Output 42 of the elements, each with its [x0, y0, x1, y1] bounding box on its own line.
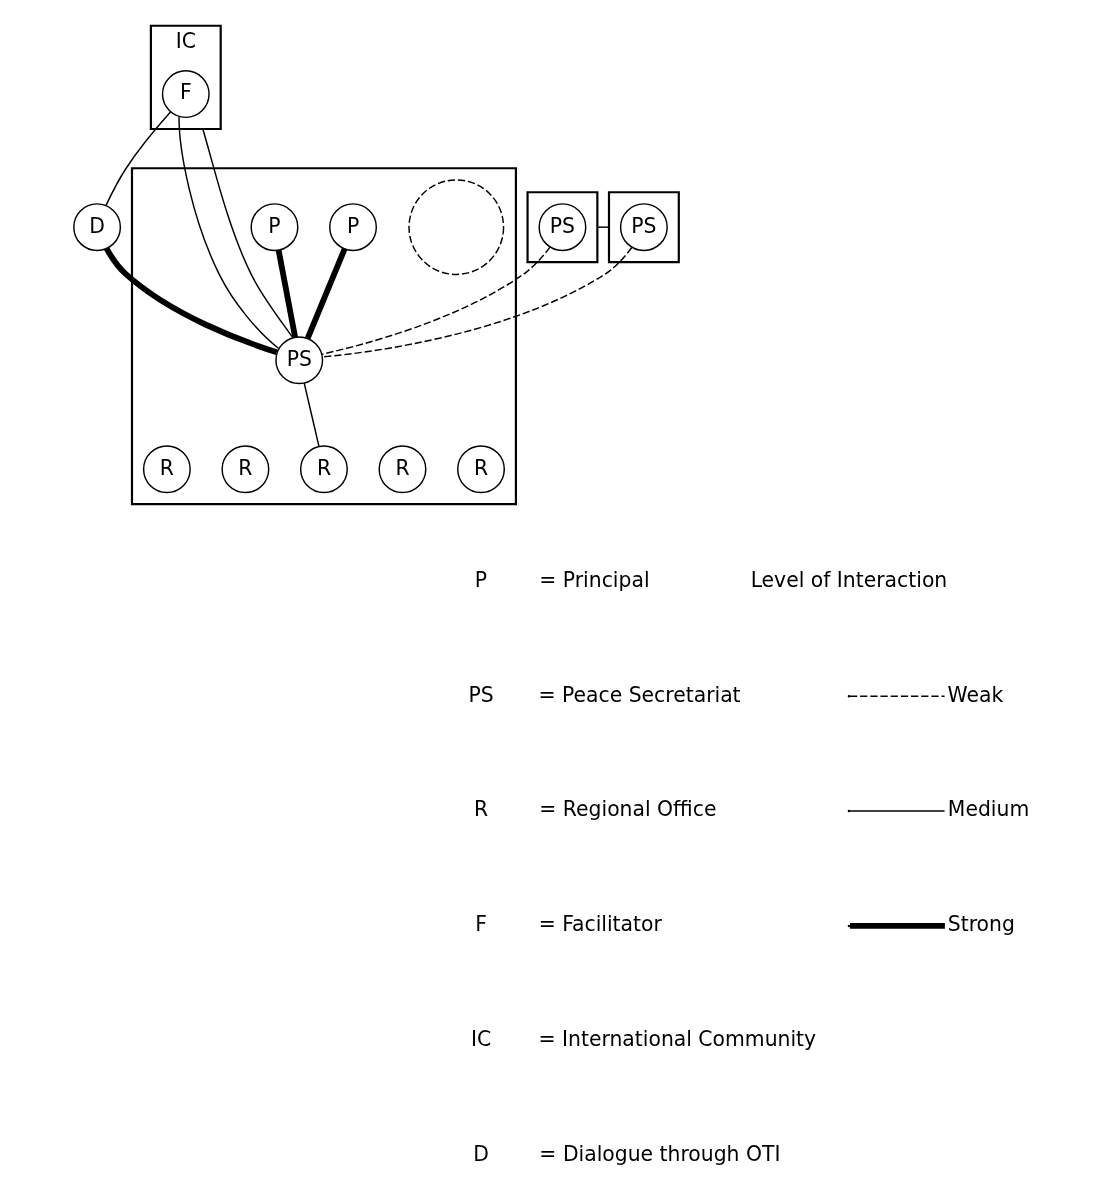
connector — [305, 247, 348, 340]
label: = Regional Office — [539, 797, 717, 822]
legend-label: Strong — [947, 912, 1015, 937]
node-circle: PS — [619, 203, 668, 252]
label: IC — [470, 1027, 492, 1052]
node-circle: R — [378, 445, 427, 494]
connector — [596, 226, 610, 228]
connector — [202, 128, 294, 339]
node-circle: P — [329, 203, 378, 252]
node-circle: R — [299, 445, 348, 494]
label: PS — [468, 682, 494, 707]
connector — [104, 247, 278, 355]
label: = Peace Secretariat — [538, 682, 741, 707]
connector — [275, 249, 298, 338]
label: Level of Interaction — [750, 567, 948, 592]
connector — [178, 116, 280, 349]
legend-label: Weak — [947, 682, 1004, 707]
label: = Principal — [539, 567, 650, 592]
connector — [105, 111, 172, 207]
label: F — [475, 912, 487, 937]
node-circle: R — [457, 445, 505, 494]
cluster — [526, 191, 599, 264]
node-circle: D — [73, 203, 122, 252]
connector — [321, 246, 633, 358]
label: P — [474, 567, 488, 592]
connector — [303, 382, 320, 448]
label: = Dialogue through OTI — [539, 1142, 781, 1167]
node-circle: PS — [275, 336, 324, 385]
cluster — [607, 191, 680, 264]
node-circle: R — [142, 445, 191, 494]
label: = International Community — [538, 1027, 817, 1052]
label: R — [473, 797, 489, 822]
node-circle — [408, 179, 505, 276]
node-circle: F — [161, 70, 210, 119]
node-circle: P — [250, 203, 299, 252]
node-circle: R — [221, 445, 270, 494]
legend-label: Medium — [947, 797, 1030, 822]
cluster — [130, 167, 517, 506]
label: D — [473, 1142, 489, 1167]
node-circle: PS — [538, 203, 587, 252]
connector — [321, 246, 551, 355]
label: = Facilitator — [538, 912, 662, 937]
